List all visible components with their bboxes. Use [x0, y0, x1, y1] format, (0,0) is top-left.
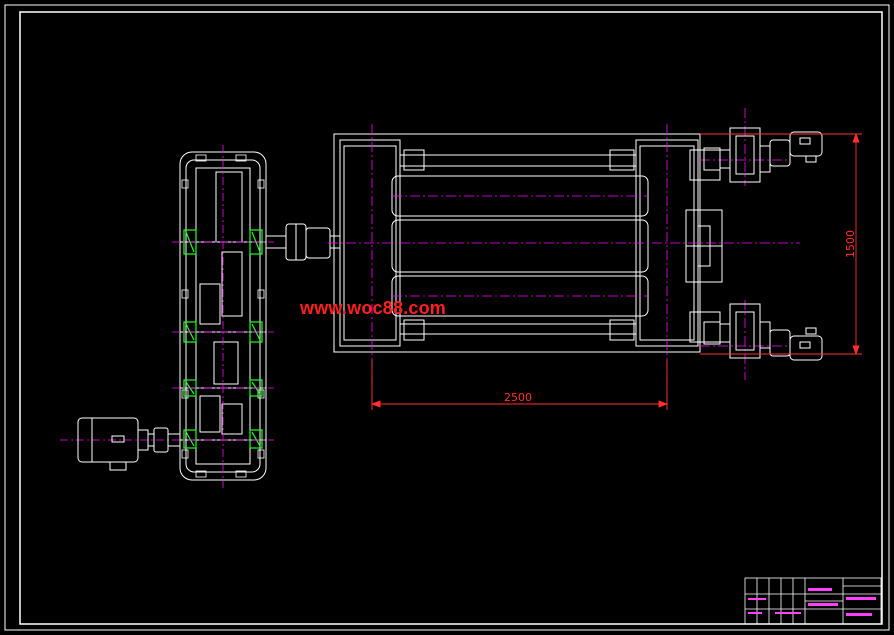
title-block: [744, 577, 882, 625]
drawing-frame: [4, 4, 890, 631]
dimension-width-label: 2500: [504, 391, 532, 404]
output-coupling: [265, 223, 341, 261]
screwdown-upper: [703, 127, 823, 183]
dimension-height-label: 1500: [844, 230, 857, 258]
roller-centerlines: [328, 108, 800, 410]
dimension-width: [370, 360, 669, 410]
gearbox: [60, 145, 274, 488]
drive-motor: [77, 417, 181, 471]
dimension-height: [700, 132, 862, 356]
watermark-text: www.woc88.com: [300, 298, 446, 318]
title-block-marks: [748, 588, 876, 616]
screwdown-lower: [703, 303, 823, 361]
